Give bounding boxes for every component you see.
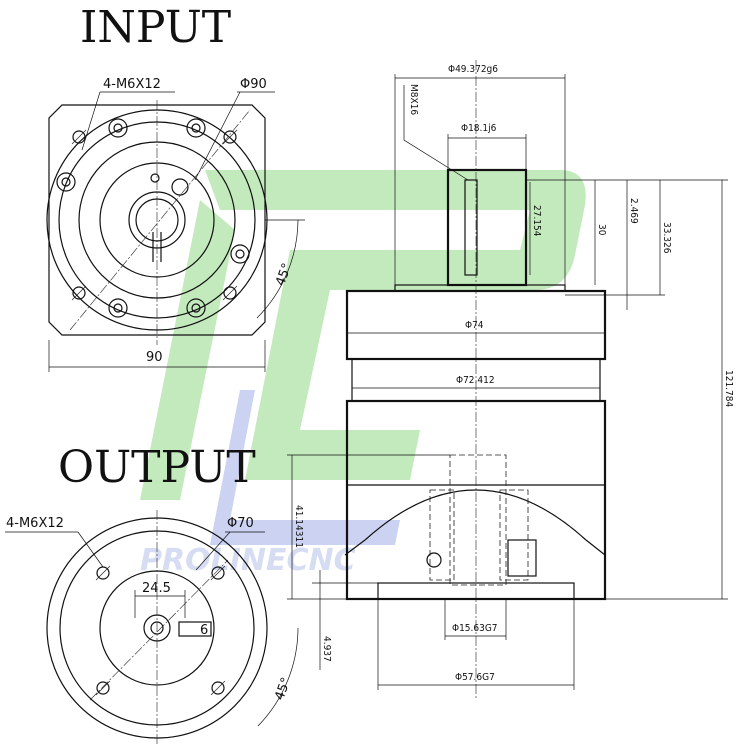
output-diagonal-center [89, 559, 229, 701]
thread-leader [403, 85, 469, 181]
output-diameter-label: Φ70 [227, 516, 254, 531]
output-dia-leader [195, 531, 231, 571]
input-width-label: 90 [146, 350, 163, 365]
clamp-block [507, 539, 537, 577]
dim-thread: M8X16 [408, 84, 419, 115]
input-square-flange [48, 104, 266, 336]
dim-72412: Φ72.412 [456, 375, 495, 386]
input-hex-bolts [56, 118, 250, 318]
watermark-green-stroke [140, 200, 235, 500]
output-angle-arc [257, 627, 299, 727]
dim-shaft-dia: Φ18.1j6 [461, 123, 497, 134]
dim-step: 4.937 [321, 636, 332, 662]
input-diagonal-center [69, 109, 251, 331]
input-bolt-leader [81, 91, 101, 151]
dim-flange-dia: Φ49.372g6 [448, 64, 498, 75]
input-bolt-label: 4-M6X12 [103, 77, 161, 92]
cutaway-edges [344, 539, 606, 556]
dim-30: 30 [596, 224, 607, 236]
output-angle-label: 45° [272, 676, 294, 703]
hidden-right-coupling [499, 489, 529, 581]
side-view: Φ49.372g6 Φ18.1j6 M8X16 27.154 30 2.469 … [287, 60, 734, 700]
shaft-keyway [464, 179, 478, 276]
dim-33326: 33.326 [661, 222, 672, 254]
output-key-label: 6 [200, 623, 208, 638]
input-heading: INPUT [80, 2, 231, 53]
dim-shaft-len: 27.154 [531, 205, 542, 237]
dim-pilot-dia: Φ57.6G7 [455, 672, 495, 683]
input-threaded-holes [71, 129, 238, 301]
input-angle-label: 45° [273, 261, 295, 288]
watermark-blue-shape [210, 390, 400, 545]
output-heading: OUTPUT [58, 442, 256, 493]
input-pin-hole [171, 178, 189, 196]
input-angle-arc [256, 219, 299, 319]
input-dia-leader [194, 91, 241, 181]
output-keyway [178, 621, 212, 637]
input-flange-view: 4-M6X12 Φ90 90 45° [46, 77, 305, 372]
dim-total: 121.784 [723, 370, 734, 407]
hidden-left-coupling [429, 489, 455, 581]
watermark-green-shape [205, 170, 586, 480]
input-small-hole [150, 173, 160, 183]
output-offset-label: 24.5 [142, 581, 171, 596]
hidden-bore [449, 454, 507, 586]
watermark-logo: PROLINECNC [140, 170, 586, 578]
output-flange-view: 6 24.5 4-M6X12 Φ70 45° [5, 510, 299, 745]
output-bolt-label: 4-M6X12 [6, 516, 64, 531]
output-bolt-leader [77, 531, 104, 568]
input-diameter-label: Φ90 [240, 77, 267, 92]
dim-74: Φ74 [465, 320, 484, 331]
dim-bore-depth: 41.14311 [293, 505, 304, 548]
dim-2469: 2.469 [628, 198, 639, 224]
dim-bore-dia: Φ15.63G7 [452, 623, 498, 634]
output-pilot [377, 582, 575, 600]
cutaway-arc [364, 489, 587, 541]
hidden-bolt [426, 552, 442, 568]
